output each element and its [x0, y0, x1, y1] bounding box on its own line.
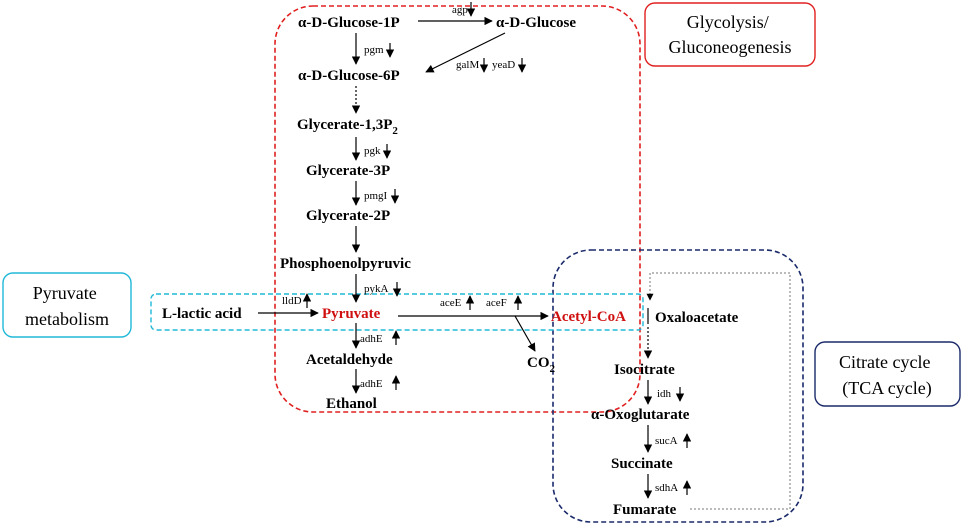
citrate-label: Citrate cycle (TCA cycle)	[839, 352, 935, 399]
metabolite-glucose: α-D-Glucose	[496, 15, 576, 31]
svg-text:adhE: adhE	[360, 333, 383, 345]
metabolite-oxoglutarate: α-Oxoglutarate	[591, 407, 690, 423]
svg-text:pgk: pgk	[364, 145, 381, 157]
arrow-glucose-to-g6p	[425, 32, 506, 73]
pyruvate-label: Pyruvate metabolism	[25, 283, 109, 329]
metabolite-oxaloacetate: Oxaloacetate	[655, 310, 739, 326]
svg-text:sdhA: sdhA	[655, 482, 678, 494]
svg-text:agp: agp	[452, 4, 468, 16]
enzyme-agp: agp	[452, 2, 476, 17]
metabolite-glucose-6p: α-D-Glucose-6P	[298, 68, 400, 84]
glycolysis-region	[274, 5, 641, 413]
metabolite-co2: CO2	[527, 355, 556, 375]
svg-text:yeaD: yeaD	[492, 59, 515, 71]
enzyme-pyka: pykA	[364, 282, 402, 297]
citrate-cycle-region	[552, 249, 804, 523]
enzyme-pmgi: pmgI	[364, 189, 400, 204]
metabolite-acetyl-coa: Acetyl-CoA	[551, 309, 626, 325]
svg-text:pmgI: pmgI	[364, 190, 388, 202]
arrow-to-co2	[514, 315, 536, 352]
svg-text:adhE: adhE	[360, 378, 383, 390]
enzyme-pgm: pgm	[364, 43, 395, 58]
enzyme-suca: sucA	[655, 433, 692, 448]
metabolite-glycerate-3p: Glycerate-3P	[306, 163, 390, 179]
metabolite-succinate: Succinate	[611, 456, 673, 472]
svg-text:galM: galM	[456, 59, 479, 71]
enzyme-lldd: lldD	[282, 293, 312, 308]
svg-text:lldD: lldD	[282, 295, 302, 307]
svg-text:aceE: aceE	[440, 297, 462, 309]
metabolite-pyruvate: Pyruvate	[322, 306, 381, 322]
metabolite-ethanol: Ethanol	[326, 396, 377, 412]
enzyme-acee: aceE	[440, 295, 475, 310]
metabolite-glycerate-13p2: Glycerate-1,3P2	[297, 117, 398, 137]
metabolite-lactic-acid: L-lactic acid	[162, 306, 242, 322]
metabolite-fumarate: Fumarate	[613, 502, 677, 518]
metabolite-glucose-1p: α-D-Glucose-1P	[298, 15, 400, 31]
svg-text:pykA: pykA	[364, 283, 389, 295]
glycolysis-label: Glycolysis/ Gluconeogenesis	[669, 12, 792, 57]
svg-text:pgm: pgm	[364, 44, 384, 56]
enzyme-pgk: pgk	[364, 144, 392, 159]
svg-text:aceF: aceF	[486, 297, 507, 309]
enzyme-galm: galM	[456, 58, 489, 73]
enzyme-yead: yeaD	[492, 58, 527, 73]
metabolite-glycerate-2p: Glycerate-2P	[306, 208, 390, 224]
enzyme-acef: aceF	[486, 295, 523, 310]
enzyme-sdha: sdhA	[655, 480, 692, 495]
enzyme-adhe-2: adhE	[360, 375, 401, 390]
pyruvate-label-box	[2, 272, 132, 338]
metabolite-pep: Phosphoenolpyruvic	[280, 256, 411, 272]
enzyme-idh: idh	[657, 387, 685, 402]
citrate-label-box	[814, 341, 961, 407]
metabolite-acetaldehyde: Acetaldehyde	[306, 352, 393, 368]
enzyme-adhe-1: adhE	[360, 330, 401, 345]
svg-text:idh: idh	[657, 388, 672, 400]
glycolysis-label-box	[644, 2, 816, 67]
metabolite-isocitrate: Isocitrate	[614, 362, 675, 378]
svg-text:sucA: sucA	[655, 435, 678, 447]
cycle-return-path	[646, 272, 791, 510]
